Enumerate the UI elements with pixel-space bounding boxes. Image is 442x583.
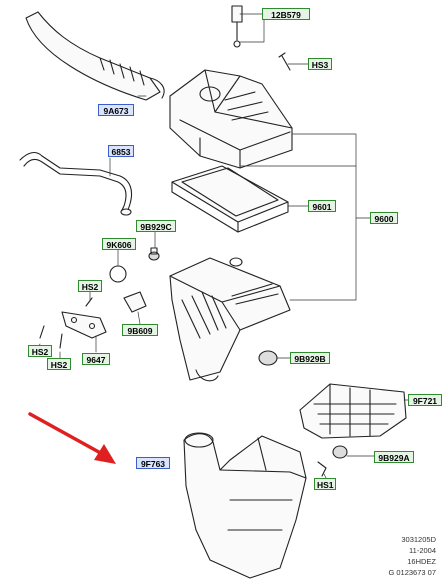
callout-hs2-upper[interactable]: HS2 <box>78 280 102 292</box>
air-box-cover <box>169 69 293 169</box>
screw-hs3 <box>278 52 291 71</box>
footer-code-3: 16HDEZ <box>407 557 436 566</box>
bracket-9b609 <box>123 291 147 313</box>
callout-9f721[interactable]: 9F721 <box>408 394 442 406</box>
callout-9k606[interactable]: 9K606 <box>102 238 136 250</box>
bolt-hs2-a <box>85 297 93 307</box>
bolt-hs2-b <box>39 325 45 339</box>
callout-hs3[interactable]: HS3 <box>308 58 332 70</box>
callout-hs2-lower[interactable]: HS2 <box>47 358 71 370</box>
callout-9b609[interactable]: 9B609 <box>122 324 158 336</box>
footer-code-4: G 0123673 07 <box>388 568 436 577</box>
bolt-hs2-c <box>59 333 63 349</box>
breather-tube <box>19 151 133 216</box>
callout-9b929a[interactable]: 9B929A <box>374 451 414 463</box>
grommet-9b929a <box>332 445 348 459</box>
mass-airflow-sensor <box>231 5 243 48</box>
callout-9b929c[interactable]: 9B929C <box>136 220 176 232</box>
callout-9600[interactable]: 9600 <box>370 212 398 224</box>
callout-9a673[interactable]: 9A673 <box>98 104 134 116</box>
resonator-9f763 <box>183 432 307 579</box>
callout-hs2-left[interactable]: HS2 <box>28 345 52 357</box>
callout-9f763[interactable]: 9F763 <box>136 457 170 469</box>
resonator-bracket <box>299 383 407 439</box>
callout-hs1[interactable]: HS1 <box>314 478 336 490</box>
footer-code-2: 11-2004 <box>409 546 436 555</box>
callout-6853[interactable]: 6853 <box>108 145 134 157</box>
callout-12b579[interactable]: 12B579 <box>262 8 310 20</box>
air-box-housing <box>169 257 291 382</box>
red-pointer-arrow <box>28 412 116 464</box>
bracket-9647 <box>61 311 107 339</box>
seal-ring-9k606 <box>109 265 127 283</box>
clip-hs1 <box>317 461 327 477</box>
grommet-9b929c <box>148 247 160 261</box>
footer-code-1: 3031205D <box>401 535 436 544</box>
air-filter-element <box>171 165 289 233</box>
callout-9647[interactable]: 9647 <box>82 353 110 365</box>
grommet-9b929b <box>258 350 278 366</box>
intake-hose <box>25 11 165 101</box>
callout-9b929b[interactable]: 9B929B <box>290 352 330 364</box>
callout-9601[interactable]: 9601 <box>308 200 336 212</box>
leader-lines <box>37 13 411 479</box>
